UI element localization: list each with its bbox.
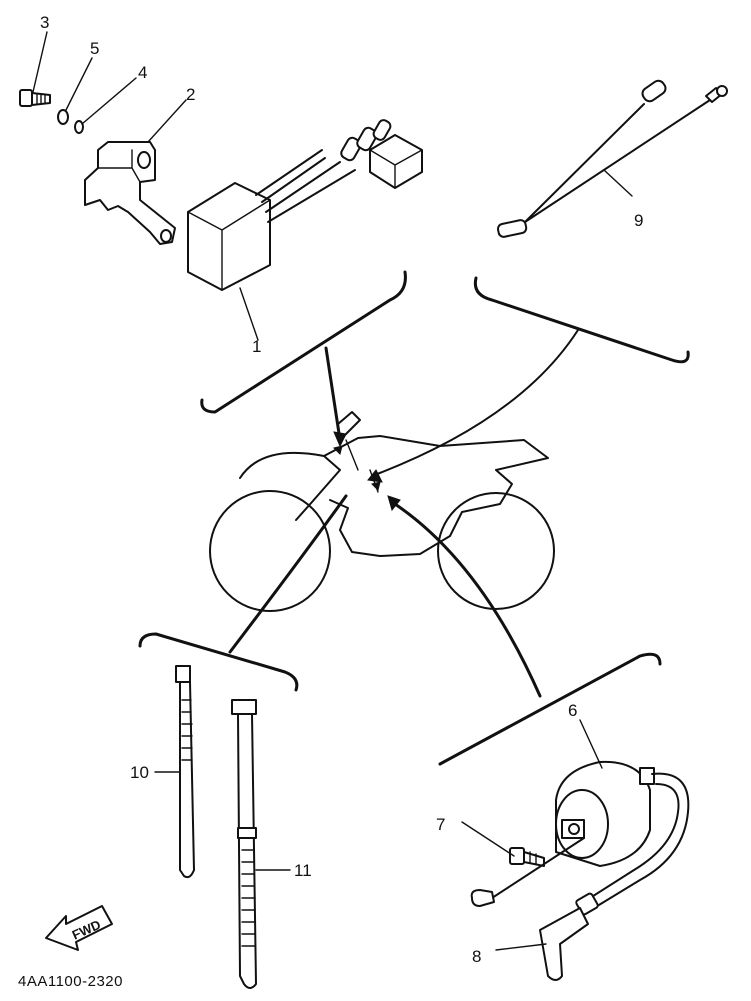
callout-5: 5 — [90, 39, 99, 58]
plastic-band-part-10 — [175, 665, 195, 879]
bolt-part-7 — [509, 847, 545, 867]
bolt-part-3 — [19, 89, 51, 107]
callout-9: 9 — [634, 211, 643, 230]
callout-1: 1 — [252, 337, 261, 356]
callout-4: 4 — [138, 63, 147, 82]
lead-wire-part-9 — [496, 79, 728, 238]
spark-plug-cap-part-8 — [539, 892, 599, 981]
callout-7: 7 — [436, 815, 445, 834]
callout-8: 8 — [472, 947, 481, 966]
cdi-unit-group — [19, 31, 423, 414]
diagram-code: 4AA1100-2320 — [18, 973, 123, 990]
lead-wire-group — [473, 79, 728, 364]
band-group — [138, 632, 299, 989]
ignition-coil-group — [438, 652, 690, 981]
motorcycle-outline — [209, 329, 579, 698]
callout-10: 10 — [130, 763, 149, 782]
callout-2: 2 — [186, 85, 195, 104]
ignition-coil-part-6 — [555, 760, 655, 867]
callout-11: 11 — [294, 861, 312, 880]
cdi-unit-part-1 — [187, 119, 423, 291]
plastic-band-part-11 — [231, 699, 257, 989]
washer-part-4 — [74, 120, 84, 134]
bracket-part-2 — [84, 141, 176, 245]
fwd-direction-arrow: FWD — [45, 905, 113, 951]
washer-part-5 — [57, 109, 69, 125]
callout-3: 3 — [40, 13, 49, 32]
callout-6: 6 — [568, 701, 577, 720]
